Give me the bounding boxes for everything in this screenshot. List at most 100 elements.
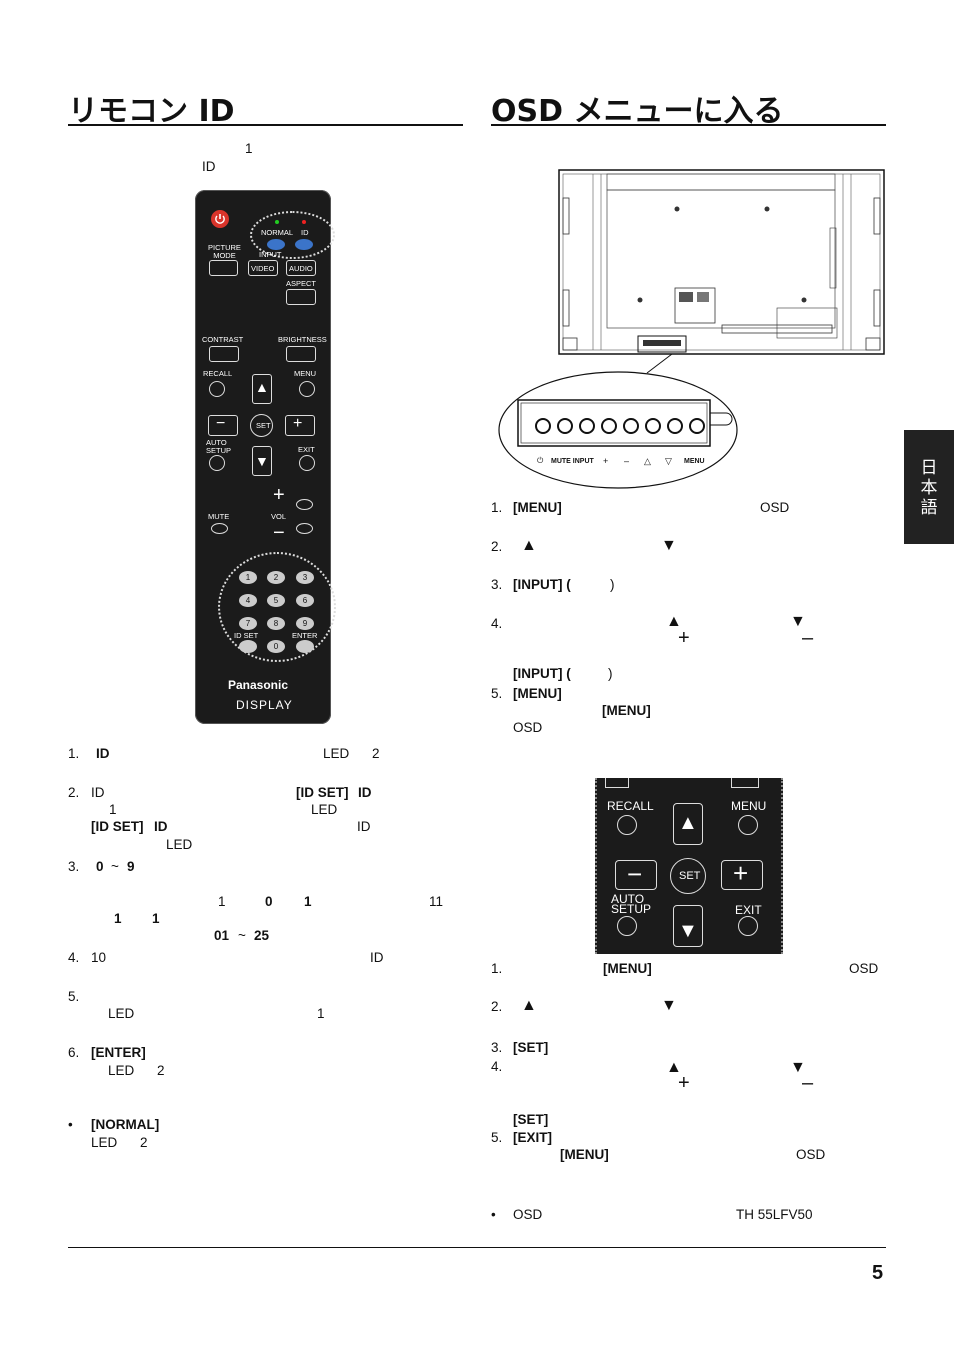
panel-exit-label: EXIT (735, 903, 762, 917)
bullet-text: OSD (513, 1207, 543, 1222)
vol-up-button[interactable] (296, 499, 313, 510)
minus-icon: − (627, 859, 643, 889)
panel-up-button[interactable]: ▲ (673, 803, 703, 845)
panel-minus-button[interactable]: − (615, 859, 657, 890)
bullet-text: LED (91, 1135, 118, 1150)
enter-label: ENTER (292, 631, 318, 640)
num-5-button[interactable]: 5 (267, 594, 285, 607)
plus-icon: + (678, 1072, 690, 1094)
keypad-power-icon: ⏻ (537, 456, 544, 465)
recall-button[interactable] (209, 381, 225, 397)
num-8-button[interactable]: 8 (267, 617, 285, 630)
step-text: ~ (111, 859, 119, 874)
step-text: [INPUT] ( (513, 666, 571, 681)
up-arrow-icon: ▲ (678, 812, 698, 834)
num-0-button[interactable]: 0 (267, 640, 285, 653)
step-text: LED (311, 802, 338, 817)
panel-down-button[interactable]: ▼ (673, 905, 703, 947)
down-arrow-icon: ▼ (661, 997, 677, 1014)
contrast-button[interactable] (209, 346, 239, 362)
panel-exit-button[interactable] (738, 916, 758, 936)
step-text: ) (610, 577, 615, 592)
brand-logo: Panasonic (228, 678, 289, 692)
down-button[interactable]: ▼ (252, 446, 272, 476)
auto-setup-button[interactable] (209, 455, 225, 471)
panel-menu-button[interactable] (738, 815, 758, 835)
up-button[interactable]: ▲ (252, 374, 272, 404)
step-text: ID (96, 746, 110, 761)
bullet-text: [NORMAL] (91, 1117, 160, 1132)
step-text: [MENU] (513, 500, 562, 515)
set-button[interactable]: SET (250, 414, 273, 437)
panel-set-button[interactable]: SET (670, 858, 706, 894)
step-num: 5. (491, 1130, 503, 1145)
step-text: ID (370, 950, 384, 965)
remote-panel-closeup: RECALL MENU ▲ − SET + AUTO SETUP EXIT ▼ (595, 778, 783, 954)
step-num: 6. (68, 1045, 80, 1060)
id-set-button[interactable] (239, 640, 257, 653)
highlight-ring-numpad (218, 552, 336, 662)
bullet-marker: • (491, 1207, 496, 1222)
step-num: 4. (491, 616, 503, 631)
step-text: 10 (91, 950, 107, 965)
input-label: INPUT (259, 250, 282, 259)
step-num: 1. (491, 500, 503, 515)
num-2-button[interactable]: 2 (267, 571, 285, 584)
panel-plus-button[interactable]: + (721, 858, 763, 890)
num-3-button[interactable]: 3 (296, 571, 314, 584)
menu-button[interactable] (299, 381, 315, 397)
keypad-label-plus: + (603, 456, 609, 466)
vol-down-button[interactable] (296, 523, 313, 534)
audio-button[interactable]: AUDIO (286, 260, 316, 276)
step-text: [INPUT] ( (513, 577, 571, 592)
step-text: [ID SET] (91, 819, 144, 834)
power-icon (211, 210, 229, 228)
enter-button[interactable] (296, 640, 314, 653)
aspect-button[interactable] (286, 289, 316, 305)
step-text: 1 (152, 911, 160, 926)
exit-button[interactable] (299, 455, 315, 471)
section-title-remote-id: リモコン ID (68, 94, 235, 129)
footer-rule (68, 1247, 886, 1248)
keypad-label-menu: MENU (684, 458, 705, 465)
step-text: [MENU] (603, 961, 652, 976)
step-text: OSD (513, 720, 543, 735)
picture-mode-button[interactable] (209, 260, 238, 276)
bullet-text: TH 55LFV50 (736, 1207, 813, 1222)
step-text: ~ (238, 928, 246, 943)
video-button[interactable]: VIDEO (248, 260, 278, 276)
aspect-label: ASPECT (286, 279, 317, 288)
panel-menu-label: MENU (731, 799, 767, 813)
panel-auto-setup-label: AUTO SETUP (611, 892, 652, 916)
num-4-button[interactable]: 4 (239, 594, 257, 607)
step-text: 1 (218, 894, 226, 909)
step-text: 2 (157, 1063, 165, 1078)
up-arrow-icon: ▲ (666, 613, 682, 630)
highlight-ring-top (250, 211, 335, 259)
num-9-button[interactable]: 9 (296, 617, 314, 630)
step-text: [ID SET] (296, 785, 349, 800)
panel-recall-button[interactable] (617, 815, 637, 835)
step-text: LED (108, 1006, 135, 1021)
panel-recall-label: RECALL (607, 799, 654, 813)
step-text: LED (166, 837, 193, 852)
num-1-button[interactable]: 1 (239, 571, 257, 584)
mute-button[interactable] (211, 523, 228, 534)
brightness-label: BRIGHTNESS (278, 335, 327, 344)
brightness-button[interactable] (286, 346, 316, 362)
step-text: OSD (849, 961, 879, 976)
down-arrow-icon: ▼ (790, 1059, 806, 1076)
step-num: 3. (491, 1040, 503, 1055)
panel-auto-setup-button[interactable] (617, 916, 637, 936)
step-text: 0 (265, 894, 273, 909)
auto-setup-label: AUTO SETUP (206, 438, 232, 455)
step-text: 11 (429, 894, 444, 909)
down-arrow-icon: ▼ (678, 920, 698, 942)
num-6-button[interactable]: 6 (296, 594, 314, 607)
minus-button[interactable]: − (208, 415, 238, 436)
recall-label: RECALL (203, 369, 233, 378)
num-7-button[interactable]: 7 (239, 617, 257, 630)
vol-label: VOL (271, 512, 287, 521)
step-num: 5. (491, 686, 503, 701)
plus-button[interactable]: + (285, 415, 315, 436)
